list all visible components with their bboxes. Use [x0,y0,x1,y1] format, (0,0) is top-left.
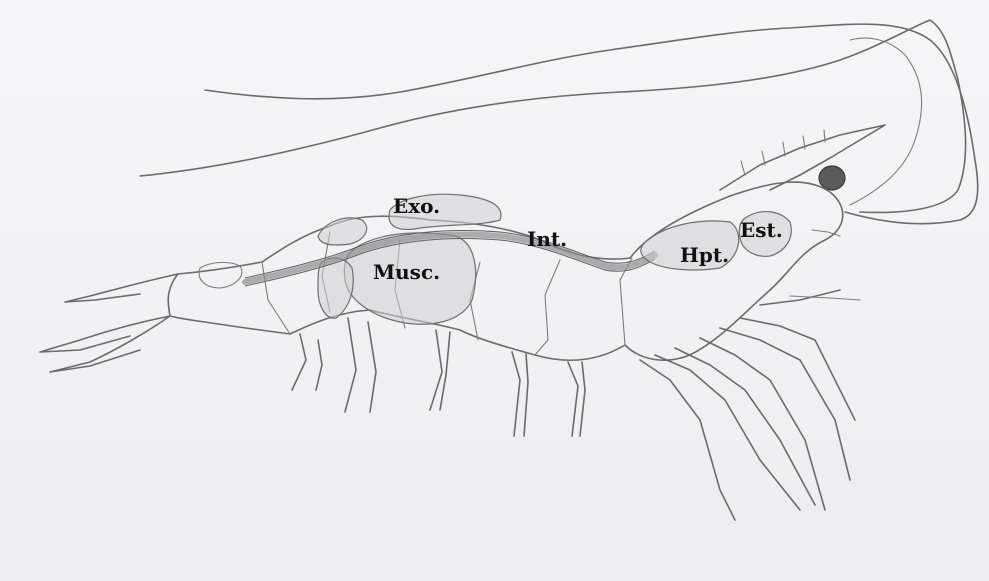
muscle-region-posterior [318,258,353,318]
pleopods [292,318,585,436]
exoskeleton-fragment [318,218,367,245]
label-hepatopancreas: Hpt. [680,245,729,265]
pereiopods [640,290,855,520]
tail-fan [40,274,178,372]
antenna-upper [205,24,978,224]
label-muscle: Musc. [373,262,440,282]
label-stomach: Est. [740,220,783,240]
antenna-lower [850,38,922,205]
eye [819,166,845,190]
label-exoskeleton: Exo. [393,196,440,216]
label-intestine: Int. [527,229,567,249]
carapace [625,182,843,360]
rostrum [720,125,885,190]
